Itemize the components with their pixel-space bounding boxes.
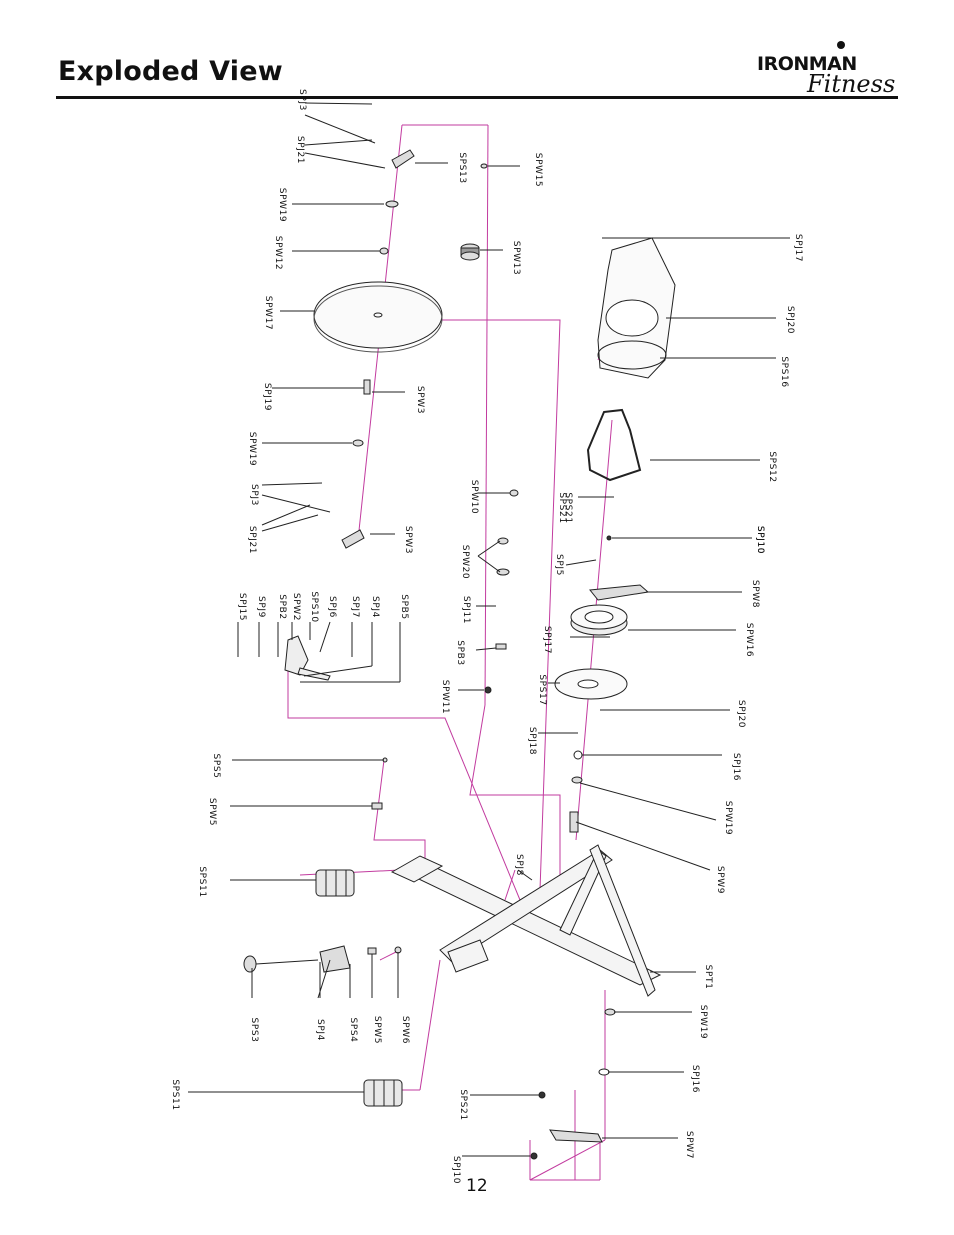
part-label: SPW10 [469,480,479,515]
part-label: SPW6 [400,1016,410,1044]
part-label: SPJ3 [249,484,259,506]
part-label: SPW3 [415,386,425,414]
part-label: SPJ21 [295,136,305,164]
part-label: SPJ18 [527,727,537,755]
main-frame [390,844,662,997]
part-label: SPW9 [715,866,725,894]
part-label: SPS21 [557,492,567,523]
part-label: SPS16 [779,356,789,387]
crank-arm [569,535,650,833]
svg-text:Fitness: Fitness [806,70,895,96]
part-label: SPW19 [723,801,733,836]
header-rule [56,96,898,99]
part-label: SPJ16 [731,753,741,781]
part-label: SPS17 [537,674,547,705]
part-label: SPJ6 [327,596,337,618]
ironman-fitness-logo: IRONMAN Fitness [755,40,900,98]
part-label: SPS10 [309,591,319,622]
part-label: SPS21 [563,492,573,523]
page-title: Exploded View [58,56,283,87]
part-label: SPJ17 [542,626,552,654]
svg-text:IRONMAN: IRONMAN [757,53,857,75]
part-label: SPJ11 [461,596,471,624]
part-label: SPW2 [291,593,301,621]
part-label: SPS11 [170,1079,180,1110]
part-label: SPJ20 [785,306,795,334]
part-label: SPJ16 [690,1065,700,1093]
part-label: SPW19 [277,188,287,223]
part-label: SPW11 [440,680,450,715]
part-label: SPS11 [197,866,207,897]
part-label: SPJ4 [370,596,380,618]
part-label: SPW3 [403,526,413,554]
part-label: SPS3 [249,1018,259,1043]
part-label: SPW5 [207,798,217,826]
part-label: SPJ15 [237,593,247,621]
part-label: SPW8 [750,580,760,608]
part-label: SPW17 [263,296,273,331]
part-label: SPJ10 [755,526,765,554]
part-label: SPW15 [533,153,543,188]
part-label: SPJ8 [514,854,524,876]
part-label: SPS13 [457,152,467,183]
part-label: SPJ17 [793,234,803,262]
part-label: SPW5 [372,1016,382,1044]
adjustment-knob [243,757,402,973]
part-label: SPS5 [211,754,221,779]
part-label: SPT1 [703,965,713,990]
part-label: SPS21 [458,1089,468,1120]
flywheel-disc [313,281,443,353]
page-number: 12 [466,1176,488,1196]
part-label: SPW16 [744,623,754,658]
part-label: SPS4 [348,1018,358,1043]
part-label: SPJ7 [350,596,360,618]
part-label: SPW19 [247,432,257,467]
part-label: SPS12 [767,451,777,482]
part-label: SPB2 [277,594,287,619]
pulley [554,604,628,700]
drive-belt [586,408,642,482]
belt-cover [597,237,676,379]
part-label: SPJ9 [256,596,266,618]
part-label: SPW12 [273,236,283,271]
part-label: SPW20 [460,545,470,580]
part-label: SPW7 [684,1131,694,1159]
part-label: SPW19 [698,1005,708,1040]
part-label: SPJ19 [262,383,272,411]
part-label: SPB5 [399,594,409,619]
part-label: SPJ10 [451,1156,461,1184]
pedal [315,869,403,1107]
part-label: SPJ20 [736,700,746,728]
part-label: SPB3 [455,640,465,665]
part-label: SPJ5 [554,554,564,576]
part-label: SPJ3 [297,89,307,111]
part-label: SPJ4 [315,1019,325,1041]
part-label: SPJ10 [755,526,765,554]
part-label: SPJ21 [247,526,257,554]
part-label: SPW13 [511,241,521,276]
